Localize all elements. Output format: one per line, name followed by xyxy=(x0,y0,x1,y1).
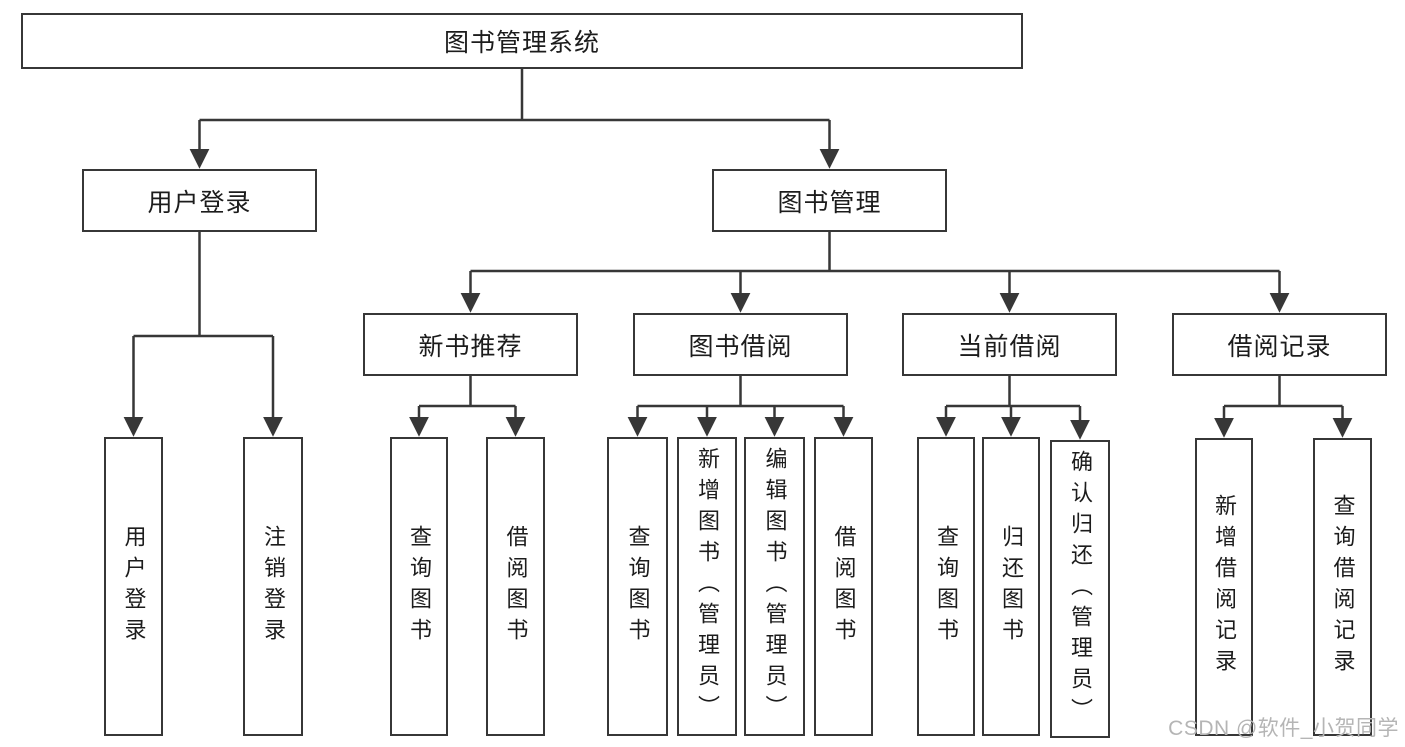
leaf-user-login: 用户登录 xyxy=(104,437,163,736)
node-borrowing-records-label: 借阅记录 xyxy=(1227,332,1332,361)
node-library-management-system: 图书管理系统 xyxy=(21,13,1023,69)
leaf-edit-books-admin: 编辑图书（管理员） xyxy=(744,437,805,736)
leaf-borrow-books-borrowing-label: 借阅图书 xyxy=(831,524,857,649)
node-borrowing-records: 借阅记录 xyxy=(1172,313,1387,376)
leaf-user-login-label: 用户登录 xyxy=(121,524,147,649)
leaf-query-books-current: 查询图书 xyxy=(917,437,975,736)
leaf-add-books-admin-label: 新增图书（管理员） xyxy=(695,447,720,726)
leaf-confirm-return-admin: 确认归还（管理员） xyxy=(1050,440,1110,738)
node-book-borrowing-label: 图书借阅 xyxy=(688,332,793,361)
leaf-edit-books-admin-label: 编辑图书（管理员） xyxy=(762,447,788,726)
node-current-borrowing-label: 当前借阅 xyxy=(957,332,1062,361)
leaf-query-borrow-record: 查询借阅记录 xyxy=(1313,438,1372,736)
node-new-book-recommendation-label: 新书推荐 xyxy=(418,332,523,361)
leaf-add-books-admin: 新增图书（管理员） xyxy=(677,437,737,736)
node-book-borrowing: 图书借阅 xyxy=(633,313,848,376)
csdn-watermark: CSDN @软件_小贺同学 xyxy=(1168,717,1399,740)
leaf-borrow-books-borrowing: 借阅图书 xyxy=(814,437,873,736)
leaf-add-borrow-record: 新增借阅记录 xyxy=(1195,438,1253,736)
node-book-management: 图书管理 xyxy=(712,169,947,232)
leaf-query-borrow-record-label: 查询借阅记录 xyxy=(1330,494,1356,680)
leaf-logout-label: 注销登录 xyxy=(261,524,286,649)
leaf-confirm-return-admin-label: 确认归还（管理员） xyxy=(1068,449,1093,729)
leaf-logout: 注销登录 xyxy=(243,437,303,736)
leaf-add-borrow-record-label: 新增借阅记录 xyxy=(1212,494,1237,680)
leaf-query-books-recommend-label: 查询图书 xyxy=(407,524,432,649)
node-book-management-label: 图书管理 xyxy=(777,188,882,217)
leaf-query-books-borrowing-label: 查询图书 xyxy=(625,524,651,649)
node-user-login: 用户登录 xyxy=(82,169,317,232)
leaf-query-books-borrowing: 查询图书 xyxy=(607,437,668,736)
node-new-book-recommendation: 新书推荐 xyxy=(363,313,578,376)
node-library-management-system-label: 图书管理系统 xyxy=(443,29,600,57)
node-user-login-label: 用户登录 xyxy=(147,188,252,217)
leaf-borrow-books-recommend: 借阅图书 xyxy=(486,437,545,736)
leaf-borrow-books-recommend-label: 借阅图书 xyxy=(503,524,529,649)
leaf-query-books-current-label: 查询图书 xyxy=(934,524,959,649)
leaf-return-books-label: 归还图书 xyxy=(999,524,1024,649)
leaf-query-books-recommend: 查询图书 xyxy=(390,437,448,736)
leaf-return-books: 归还图书 xyxy=(982,437,1040,736)
node-current-borrowing: 当前借阅 xyxy=(902,313,1117,376)
